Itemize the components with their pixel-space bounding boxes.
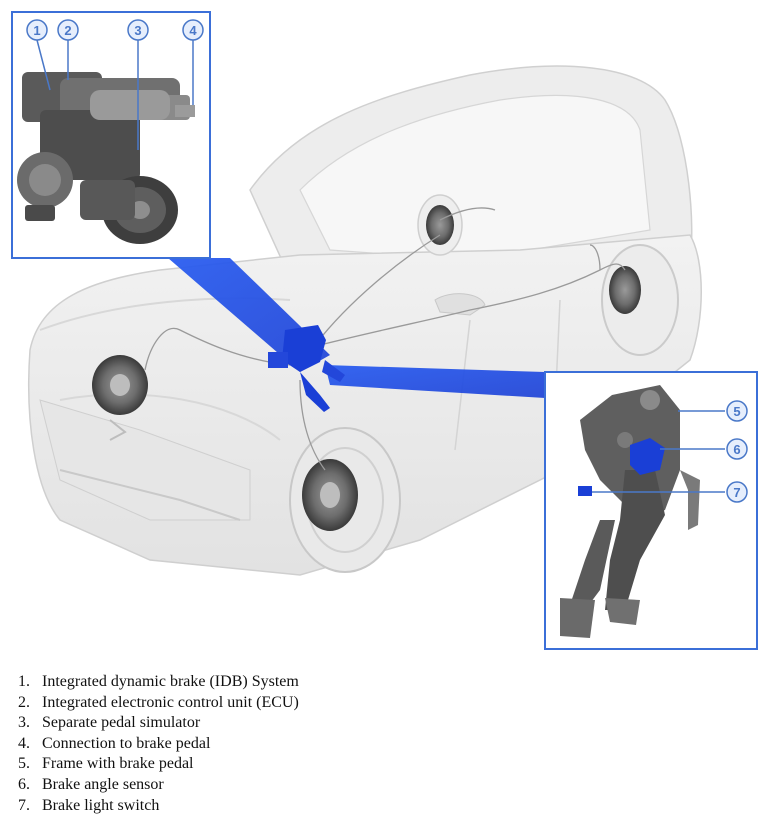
svg-text:1: 1 — [33, 23, 40, 38]
brake-system-diagram: 1 2 3 4 5 6 7 — [11, 11, 758, 650]
legend-item: 6.Brake angle sensor — [18, 775, 164, 793]
svg-text:3: 3 — [134, 23, 141, 38]
legend-item: 1.Integrated dynamic brake (IDB) System — [18, 673, 299, 690]
callout-4: 4 — [182, 19, 204, 41]
component-legend: 1.Integrated dynamic brake (IDB) System … — [18, 672, 299, 816]
brake-lines — [144, 207, 626, 471]
callout-beam-right — [325, 365, 545, 398]
svg-text:7: 7 — [733, 485, 740, 500]
callout-6: 6 — [726, 438, 748, 460]
callout-7: 7 — [726, 481, 748, 503]
legend-item: 7.Brake light switch — [18, 796, 160, 814]
callout-5: 5 — [726, 400, 748, 422]
inset-idb-detail — [11, 11, 211, 259]
callout-1: 1 — [26, 19, 48, 41]
legend-item: 4.Connection to brake pedal — [18, 734, 211, 752]
highlighted-idb-unit — [268, 325, 345, 412]
brake-discs — [92, 205, 641, 531]
legend-item: 5.Frame with brake pedal — [18, 755, 194, 773]
legend-item: 3.Separate pedal simulator — [18, 714, 201, 732]
svg-text:4: 4 — [189, 23, 197, 38]
svg-text:5: 5 — [733, 404, 740, 419]
inset-pedal-detail — [544, 371, 758, 650]
callout-2: 2 — [57, 19, 79, 41]
svg-text:2: 2 — [64, 23, 71, 38]
svg-text:6: 6 — [733, 442, 740, 457]
legend-item: 2.Integrated electronic control unit (EC… — [18, 693, 299, 711]
car-illustration — [28, 65, 702, 576]
callout-3: 3 — [127, 19, 149, 41]
